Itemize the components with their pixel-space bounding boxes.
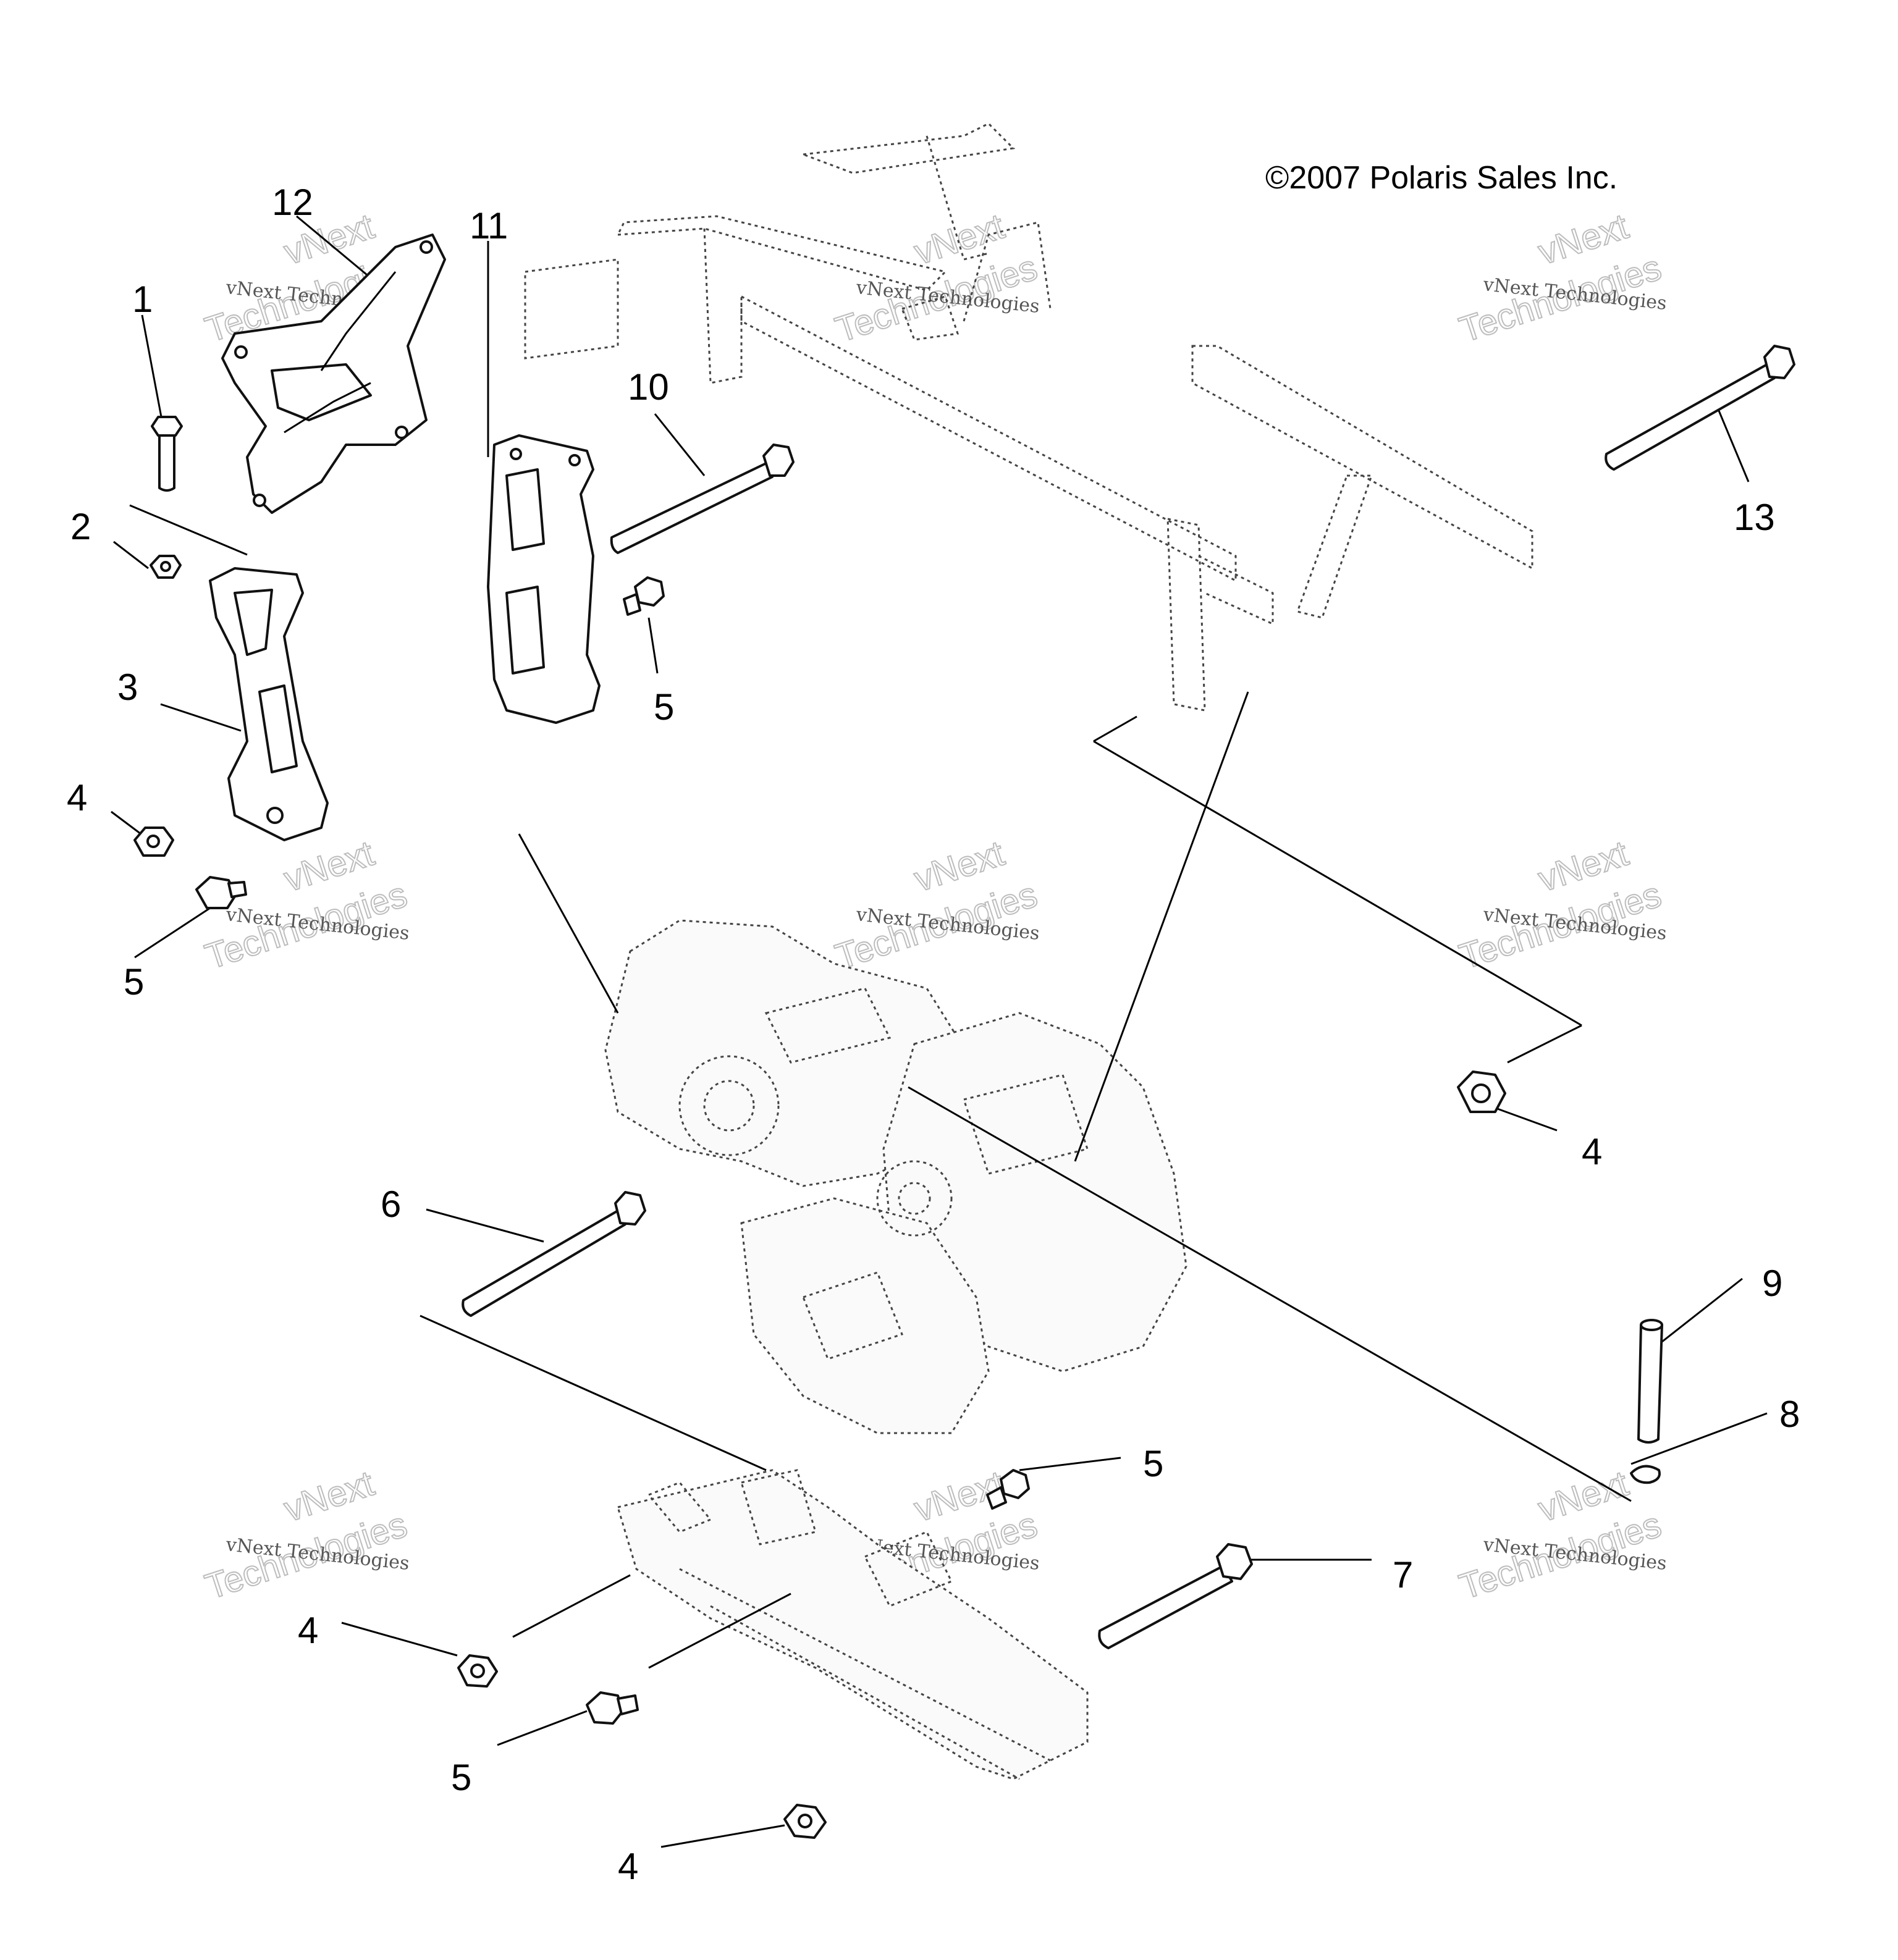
- callout-7: 7: [1393, 1554, 1413, 1596]
- part-4-nut: [457, 1654, 498, 1688]
- part-3-mount-arm: [209, 567, 329, 841]
- part-5-bolt: [986, 1469, 1030, 1510]
- part-10-long-bolt: [610, 444, 795, 554]
- callout-13: 13: [1734, 497, 1775, 538]
- part-4-nut: [133, 826, 174, 857]
- part-5-bolt: [586, 1691, 639, 1725]
- part-7-bolt: [1098, 1543, 1253, 1649]
- callout-3: 3: [117, 667, 138, 708]
- part-6-long-bolt: [462, 1191, 646, 1317]
- callout-labels: 1 2 3 4 5 12 11 10 5 13 4 6 9 8 5 7 4 5 …: [67, 182, 1800, 1887]
- callout-5: 5: [654, 686, 674, 728]
- part-9-tube: [1637, 1319, 1663, 1444]
- part-12-bracket: [221, 233, 446, 514]
- engine-illustration: [604, 919, 1187, 1434]
- callout-4: 4: [618, 1846, 638, 1887]
- callout-4: 4: [1582, 1131, 1602, 1172]
- callout-10: 10: [628, 366, 669, 408]
- callout-6: 6: [381, 1184, 401, 1225]
- callout-4: 4: [298, 1610, 318, 1651]
- callout-12: 12: [272, 182, 313, 223]
- part-11-mount: [487, 434, 601, 724]
- callout-5: 5: [124, 961, 144, 1003]
- part-13-long-bolt: [1605, 345, 1795, 471]
- callout-11: 11: [470, 205, 508, 246]
- callout-5: 5: [1143, 1443, 1163, 1484]
- part-5-bolt: [623, 576, 665, 616]
- callout-8: 8: [1779, 1394, 1800, 1435]
- copyright-text: ©2007 Polaris Sales Inc.: [1265, 160, 1618, 196]
- callout-9: 9: [1762, 1263, 1782, 1304]
- callout-1: 1: [132, 279, 153, 320]
- part-4-nut: [1457, 1070, 1506, 1113]
- lower-frame-illustration: [617, 1469, 1089, 1780]
- part-4-nut: [783, 1804, 827, 1839]
- callout-5: 5: [451, 1757, 471, 1798]
- leader-lines: [111, 215, 1768, 1848]
- part-2-nut: [150, 555, 182, 579]
- part-5-bolt: [195, 876, 247, 909]
- callout-4: 4: [67, 777, 87, 818]
- part-8-clip: [1630, 1465, 1661, 1484]
- callout-2: 2: [70, 506, 91, 547]
- frame-illustration: [524, 122, 1533, 712]
- part-1-bolt: [151, 416, 183, 492]
